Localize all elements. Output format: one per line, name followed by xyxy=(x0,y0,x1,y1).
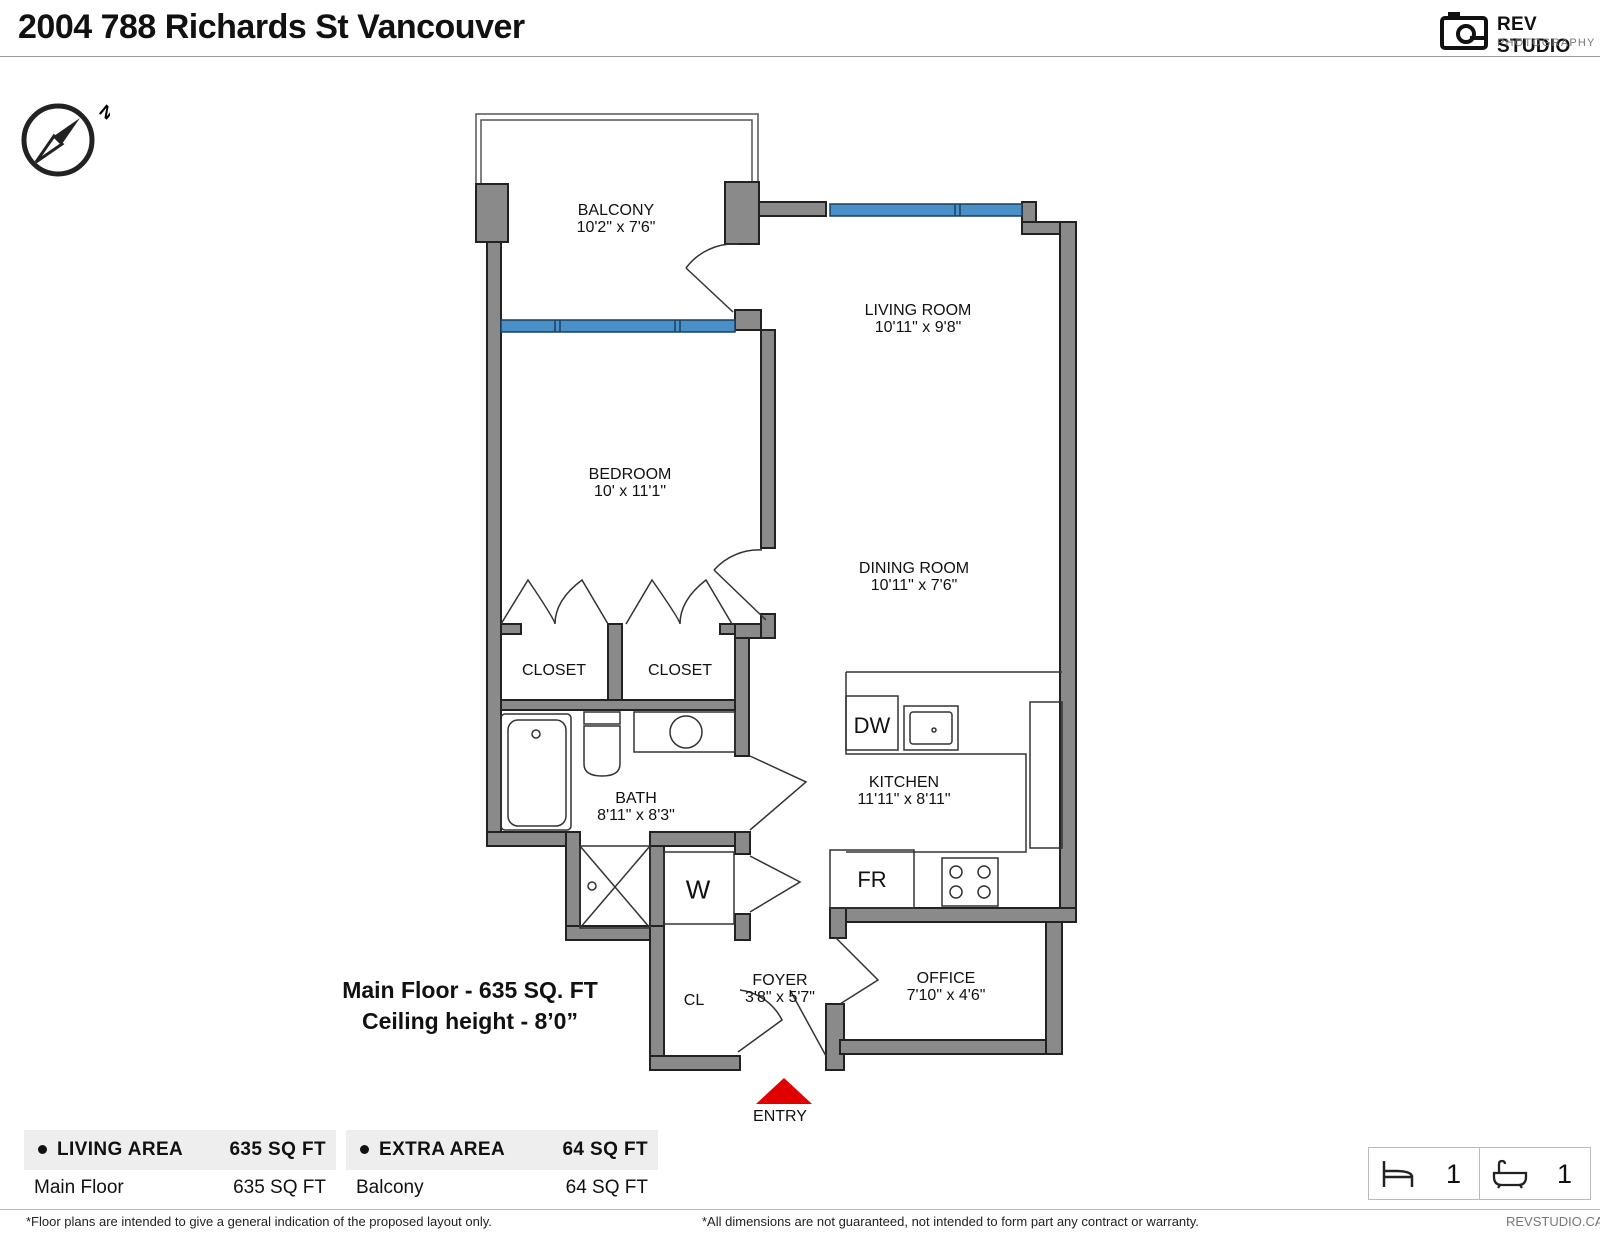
room-name: FOYER xyxy=(752,972,808,989)
footer-disclaimer-center: *All dimensions are not guaranteed, not … xyxy=(702,1214,1199,1229)
bathtub-icon xyxy=(1492,1159,1528,1189)
footer-divider xyxy=(0,1209,1600,1210)
dishwasher-label: DW xyxy=(853,713,891,738)
extra-area-row: Balcony 64 SQ FT xyxy=(346,1170,658,1206)
living-area-row: Main Floor 635 SQ FT xyxy=(24,1170,336,1206)
header-divider xyxy=(0,56,1600,57)
room-dims: 8'11" x 8'3" xyxy=(597,807,675,824)
bed-icon xyxy=(1382,1161,1414,1187)
room-counts: 1 1 xyxy=(1368,1147,1591,1200)
room-name: DINING ROOM xyxy=(858,560,970,577)
room-name: KITCHEN xyxy=(868,774,940,791)
living-area-total: 635 SQ FT xyxy=(229,1139,326,1160)
footer-disclaimer-left: *Floor plans are intended to give a gene… xyxy=(26,1214,492,1229)
room-cl: CL xyxy=(684,992,704,1009)
ceiling-height-text: Ceiling height - 8’0” xyxy=(362,1008,578,1034)
extra-area-total: 64 SQ FT xyxy=(562,1139,648,1160)
room-name: CLOSET xyxy=(647,662,713,679)
room-name: BALCONY xyxy=(577,202,655,219)
room-dims: 10'2" x 7'6" xyxy=(576,219,656,236)
entry-label: ENTRY xyxy=(753,1108,807,1125)
room-dims: 7'10" x 4'6" xyxy=(906,987,986,1004)
bath-count-value: 1 xyxy=(1556,1159,1572,1189)
brand-name: REV STUDIO xyxy=(1497,14,1571,57)
room-dims: 11'11" x 8'11" xyxy=(857,791,951,808)
room-name: OFFICE xyxy=(916,970,976,987)
living-area-title: LIVING AREA xyxy=(57,1139,184,1160)
brand-logo: REV STUDIO PHOTOGRAPHY xyxy=(1440,8,1594,57)
living-area-row-label: Main Floor xyxy=(34,1177,124,1198)
room-name: CL xyxy=(683,992,705,1009)
room-closet-1: CLOSET xyxy=(522,662,586,679)
extra-area-table: EXTRA AREA 64 SQ FT Balcony 64 SQ FT xyxy=(346,1130,658,1206)
fixtures-drawing xyxy=(500,671,1063,929)
room-dims: 10' x 11'1" xyxy=(594,483,666,500)
entry-marker xyxy=(756,1078,812,1104)
room-name: BEDROOM xyxy=(588,466,672,483)
room-closet-2: CLOSET xyxy=(648,662,712,679)
living-area-table: LIVING AREA 635 SQ FT Main Floor 635 SQ … xyxy=(24,1130,336,1206)
brand-tagline: PHOTOGRAPHY xyxy=(1497,37,1596,49)
bullet-icon xyxy=(38,1145,47,1155)
room-dims: 3'8" x 5'7" xyxy=(745,989,815,1006)
windows xyxy=(500,203,1023,333)
extra-area-title: EXTRA AREA xyxy=(379,1139,506,1160)
balcony-railing xyxy=(475,113,759,184)
fridge-label: FR xyxy=(857,867,887,892)
room-name: LIVING ROOM xyxy=(864,302,972,319)
room-dims: 10'11" x 9'8" xyxy=(874,319,962,336)
compass-icon: N xyxy=(21,101,110,177)
bed-count: 1 xyxy=(1369,1148,1479,1199)
room-name: CLOSET xyxy=(521,662,587,679)
extra-area-header: EXTRA AREA 64 SQ FT xyxy=(346,1130,658,1170)
doors xyxy=(500,243,880,1057)
camera-icon xyxy=(1440,12,1488,50)
washer-label: W xyxy=(685,874,711,905)
walls xyxy=(475,181,1077,1071)
living-area-header: LIVING AREA 635 SQ FT xyxy=(24,1130,336,1170)
extra-area-row-value: 64 SQ FT xyxy=(565,1177,648,1198)
floor-summary: Main Floor - 635 SQ. FT Ceiling height -… xyxy=(150,975,790,1037)
floor-area-text: Main Floor - 635 SQ. FT xyxy=(342,977,598,1003)
page-title: 2004 788 Richards St Vancouver xyxy=(18,8,525,46)
room-name: BATH xyxy=(615,790,657,807)
room-dims: 10'11" x 7'6" xyxy=(870,577,958,594)
bullet-icon xyxy=(360,1145,369,1155)
bed-count-value: 1 xyxy=(1445,1159,1461,1189)
extra-area-row-label: Balcony xyxy=(356,1177,424,1198)
bath-count: 1 xyxy=(1479,1148,1590,1199)
footer-website: REVSTUDIO.CA xyxy=(1506,1214,1600,1229)
living-area-row-value: 635 SQ FT xyxy=(233,1177,326,1198)
